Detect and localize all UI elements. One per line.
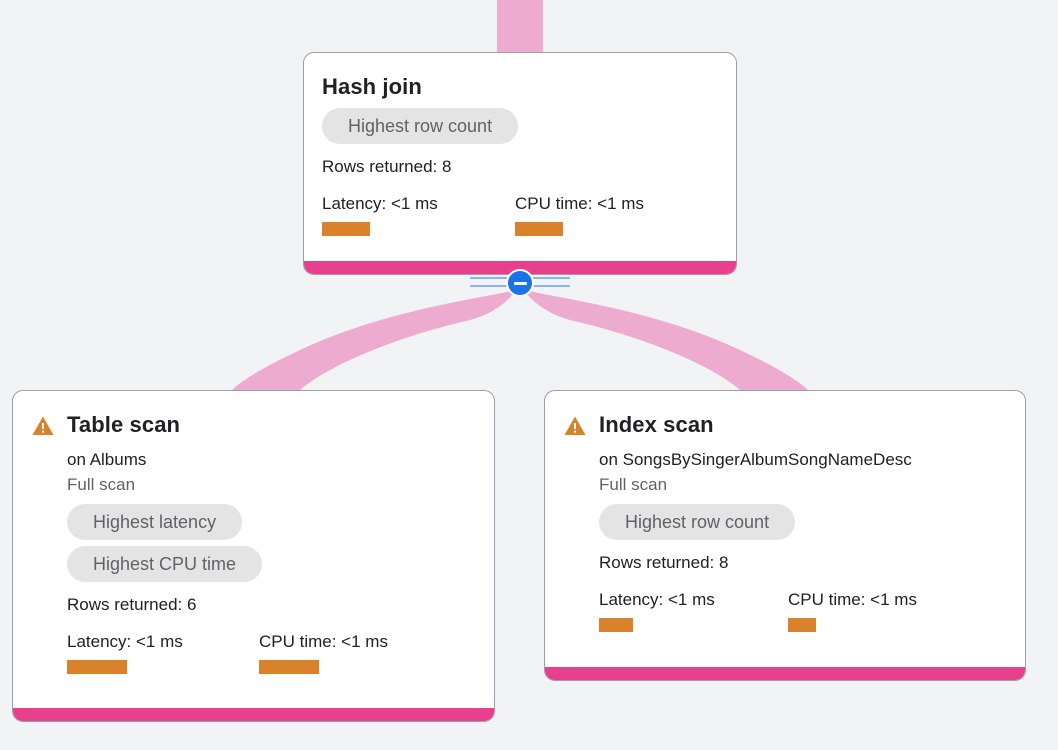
hash-join-latency-label: Latency: <1 ms [322,194,438,213]
index-scan-latency-metric: Latency: <1 ms [599,589,788,632]
node-index-scan[interactable]: Index scan on SongsBySingerAlbumSongName… [544,390,1026,681]
hash-join-details: Highest row count Rows returned: 8 Laten… [322,108,718,236]
table-scan-latency-metric: Latency: <1 ms [67,631,259,674]
table-scan-metrics: Latency: <1 ms CPU time: <1 ms [67,631,476,674]
hash-join-cpu-label: CPU time: <1 ms [515,194,644,213]
hash-join-header: Hash join [322,73,718,101]
index-scan-latency-bar [599,618,633,632]
table-scan-rows-returned: Rows returned: 6 [67,595,197,614]
warning-triangle-icon [32,416,54,435]
node-hash-join[interactable]: Hash join Highest row count Rows returne… [303,52,737,275]
index-scan-header: Index scan [563,411,1007,439]
table-scan-title: Table scan [67,412,181,437]
flow-edge-incoming [497,0,543,52]
collapse-toggle-button[interactable] [506,269,534,297]
chip-highest-row-count[interactable]: Highest row count [322,108,519,144]
hash-join-body: Hash join Highest row count Rows returne… [304,53,736,261]
chip-highest-row-count[interactable]: Highest row count [599,504,796,540]
table-scan-body: Table scan on Albums Full scan Highest l… [13,391,494,708]
chip-highest-cpu-time[interactable]: Highest CPU time [67,546,263,582]
index-scan-cpu-label: CPU time: <1 ms [788,590,917,609]
index-scan-body: Index scan on SongsBySingerAlbumSongName… [545,391,1025,667]
hash-join-metrics: Latency: <1 ms CPU time: <1 ms [322,193,718,236]
table-scan-cpu-metric: CPU time: <1 ms [259,631,388,674]
table-scan-accent-bar [13,708,494,721]
index-scan-cpu-metric: CPU time: <1 ms [788,589,917,632]
index-scan-details: on SongsBySingerAlbumSongNameDesc Full s… [563,447,1007,632]
index-scan-metrics: Latency: <1 ms CPU time: <1 ms [599,589,1007,632]
index-scan-scan-type: Full scan [599,475,668,494]
hash-join-rows-returned: Rows returned: 8 [322,157,452,176]
index-scan-title: Index scan [599,412,714,437]
hash-join-chip-row: Highest row count [322,108,718,144]
index-scan-accent-bar [545,667,1025,680]
table-scan-subject: on Albums [67,450,147,469]
table-scan-header: Table scan [31,411,476,439]
index-scan-chip-row: Highest row count [599,504,1007,540]
index-scan-latency-label: Latency: <1 ms [599,590,715,609]
hash-join-latency-bar [322,222,370,236]
table-scan-cpu-bar [259,660,319,674]
collapse-rail-right [525,277,570,287]
hash-join-latency-metric: Latency: <1 ms [322,193,515,236]
chip-highest-latency[interactable]: Highest latency [67,504,243,540]
hash-join-title: Hash join [322,74,422,99]
table-scan-latency-bar [67,660,127,674]
table-scan-cpu-label: CPU time: <1 ms [259,632,388,651]
collapse-rail-left [470,277,515,287]
node-table-scan[interactable]: Table scan on Albums Full scan Highest l… [12,390,495,722]
index-scan-subject: on SongsBySingerAlbumSongNameDesc [599,450,912,469]
warning-triangle-icon [564,416,586,435]
hash-join-cpu-bar [515,222,563,236]
hash-join-cpu-metric: CPU time: <1 ms [515,193,644,236]
hash-join-accent-bar [304,261,736,274]
index-scan-cpu-bar [788,618,816,632]
table-scan-scan-type: Full scan [67,475,136,494]
table-scan-chip-row: Highest latency Highest CPU time [67,504,476,582]
flow-edge-to-index-scan [524,290,808,390]
flow-edge-to-table-scan [232,290,516,390]
table-scan-latency-label: Latency: <1 ms [67,632,183,651]
table-scan-details: on Albums Full scan Highest latency High… [31,447,476,674]
index-scan-rows-returned: Rows returned: 8 [599,553,729,572]
minus-icon [513,281,527,285]
